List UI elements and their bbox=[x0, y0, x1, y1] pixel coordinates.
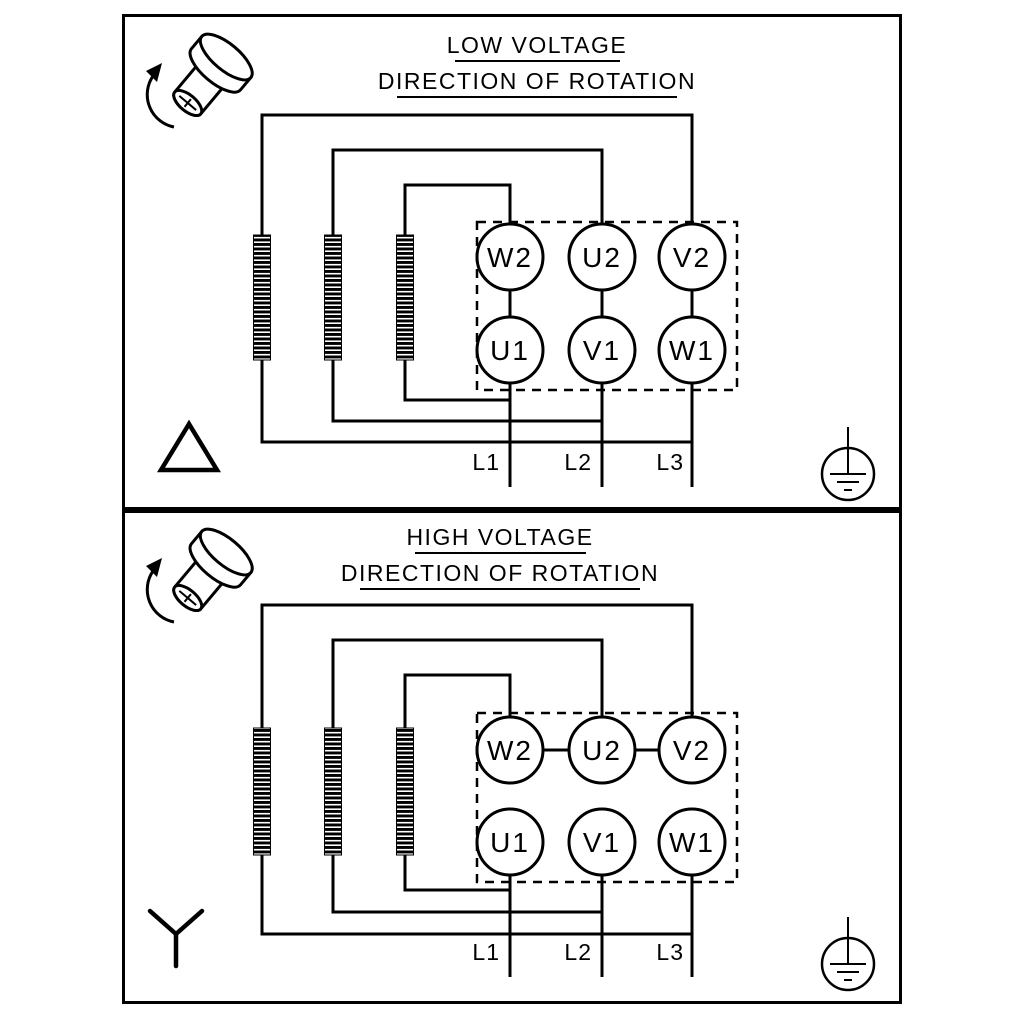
earth-ground-icon bbox=[820, 917, 876, 992]
earth-circle bbox=[820, 936, 876, 992]
terminal-circle-w2 bbox=[475, 715, 545, 785]
terminal-circle-u2 bbox=[567, 715, 637, 785]
rotation-arrow-head bbox=[146, 558, 162, 577]
terminal-label-v2: V2 bbox=[673, 242, 711, 273]
wire-coil2-to-u2 bbox=[331, 148, 604, 235]
delta-connection-icon bbox=[156, 419, 222, 473]
flange-top bbox=[198, 527, 254, 577]
panel-high-voltage: HIGH VOLTAGE DIRECTION OF ROTATION bbox=[122, 510, 902, 1004]
supply-label-l1: L1 bbox=[472, 939, 500, 965]
terminal-circle-u1 bbox=[475, 807, 545, 877]
terminal-circle-u2 bbox=[567, 222, 637, 292]
motor-winding-coil-2 bbox=[324, 727, 342, 856]
face-cross-v bbox=[183, 98, 192, 108]
star-arm-left bbox=[147, 908, 179, 937]
terminal-label-u2: U2 bbox=[582, 735, 622, 766]
wire-coil2-to-v1 bbox=[331, 360, 602, 423]
terminal-label-u1: U1 bbox=[490, 335, 530, 366]
supply-label-l1: L1 bbox=[472, 449, 500, 475]
face-cross-v bbox=[183, 593, 192, 603]
terminal-circle-w1 bbox=[657, 807, 727, 877]
terminal-label-v1: V1 bbox=[583, 827, 621, 858]
wire-coil3-to-u1 bbox=[403, 855, 510, 892]
terminal-circle-v2 bbox=[657, 222, 727, 292]
motor-winding-coil-1 bbox=[253, 727, 271, 856]
wire-coil1-to-v2 bbox=[260, 113, 694, 235]
rotation-arrow-head bbox=[146, 63, 162, 82]
terminal-box bbox=[475, 711, 739, 884]
panel-subtitle: DIRECTION OF ROTATION bbox=[341, 560, 659, 586]
rotation-arrow-arc bbox=[145, 75, 175, 129]
terminal-label-w2: W2 bbox=[487, 242, 533, 273]
wire-coil3-to-w2 bbox=[403, 183, 512, 235]
terminal-circle-u1 bbox=[475, 315, 545, 385]
wire-coil2-to-u2 bbox=[331, 638, 604, 728]
shaft-rotation-icon bbox=[145, 32, 254, 129]
terminal-label-w1: W1 bbox=[669, 335, 715, 366]
star-connection-icon bbox=[147, 908, 205, 969]
terminal-circle-v1 bbox=[567, 315, 637, 385]
wire-coil1-to-v2 bbox=[260, 603, 694, 728]
motor-winding-coil-3 bbox=[396, 234, 414, 361]
panel-title: HIGH VOLTAGE bbox=[406, 524, 593, 550]
terminal-label-v2: V2 bbox=[673, 735, 711, 766]
terminal-label-w2: W2 bbox=[487, 735, 533, 766]
terminal-circle-v1 bbox=[567, 807, 637, 877]
panel-border bbox=[122, 14, 902, 510]
terminal-label-w1: W1 bbox=[669, 827, 715, 858]
wire-coil3-to-w2 bbox=[403, 673, 512, 728]
panel-subtitle: DIRECTION OF ROTATION bbox=[378, 68, 696, 94]
supply-label-l2: L2 bbox=[564, 939, 592, 965]
panel-title: LOW VOLTAGE bbox=[447, 32, 628, 58]
shaft-rotation-icon bbox=[145, 527, 254, 624]
motor-winding-coil-2 bbox=[324, 234, 342, 361]
star-arm-right bbox=[173, 908, 205, 937]
supply-label-l3: L3 bbox=[656, 449, 684, 475]
wire-coil3-to-u1 bbox=[403, 360, 510, 402]
terminal-label-u1: U1 bbox=[490, 827, 530, 858]
terminal-circle-w1 bbox=[657, 315, 727, 385]
motor-winding-coil-3 bbox=[396, 727, 414, 856]
terminal-circle-v2 bbox=[657, 715, 727, 785]
motor-winding-coil-1 bbox=[253, 234, 271, 361]
wire-coil2-to-v1 bbox=[331, 855, 602, 914]
rotation-arrow-arc bbox=[145, 570, 175, 624]
earth-circle bbox=[820, 446, 876, 502]
wire-coil1-to-w1 bbox=[260, 855, 692, 936]
flange-top bbox=[198, 32, 254, 82]
panel-border bbox=[122, 510, 902, 1004]
terminal-label-v1: V1 bbox=[583, 335, 621, 366]
earth-ground-icon bbox=[820, 427, 876, 502]
supply-label-l2: L2 bbox=[564, 449, 592, 475]
terminal-label-u2: U2 bbox=[582, 242, 622, 273]
panel-low-voltage: LOW VOLTAGE DIRECTION OF ROTATION bbox=[122, 14, 902, 510]
terminal-box bbox=[475, 220, 739, 392]
terminal-circle-w2 bbox=[475, 222, 545, 292]
supply-label-l3: L3 bbox=[656, 939, 684, 965]
wire-coil1-to-w1 bbox=[260, 360, 692, 444]
